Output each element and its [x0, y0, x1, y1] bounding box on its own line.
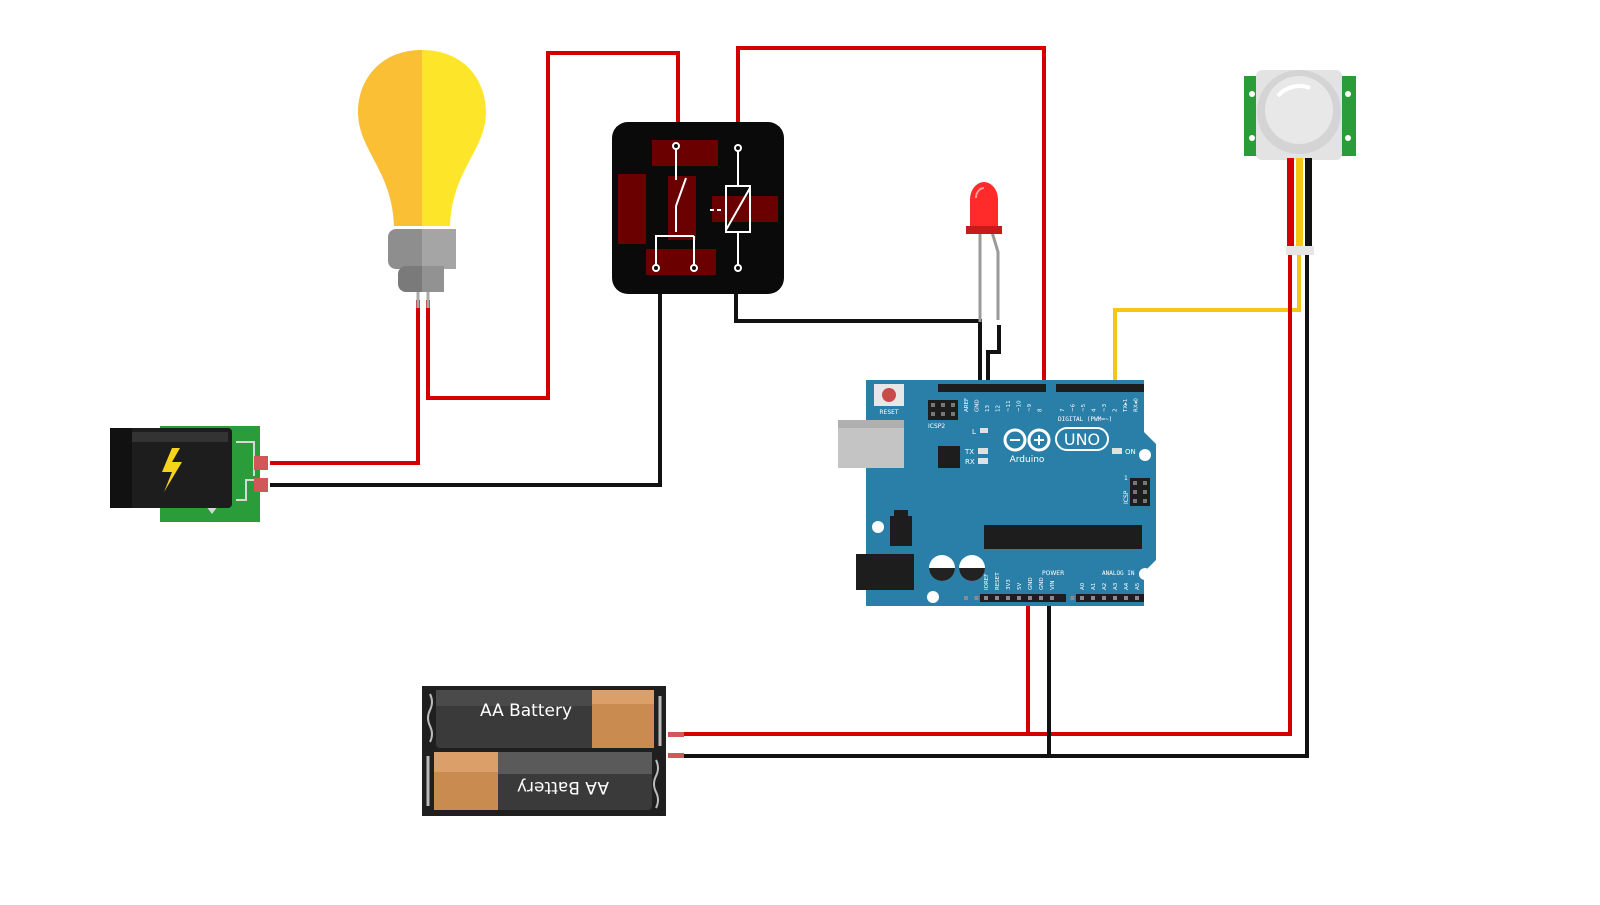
icsp-label: ICSP	[1123, 490, 1130, 504]
pin-label-digital-a-5: ~10	[1017, 400, 1023, 412]
wire-jack-to-relay	[270, 290, 662, 487]
power-label: POWER	[1042, 570, 1064, 577]
pin-label-digital-b-7: RX◂0	[1134, 398, 1140, 412]
battery-bottom-label: AA Battery	[517, 777, 609, 797]
digital-header-right	[1056, 384, 1144, 392]
pin-digital-a-1	[974, 596, 979, 600]
pin-label-digital-b-0: 7	[1060, 408, 1066, 412]
wire-pir-signal	[1113, 255, 1301, 388]
pin-power-0	[984, 596, 988, 600]
pin-label-digital-a-4: ~11	[1006, 400, 1012, 412]
light-bulb-icon	[358, 50, 486, 308]
wire-jack-to-bulb	[270, 300, 420, 465]
usb-chip	[938, 446, 960, 468]
pin-label-power-2: 3V3	[1006, 579, 1012, 590]
digital-header-left	[938, 384, 1046, 392]
pin-label-digital-b-5: 2	[1113, 409, 1119, 413]
lightning-bolt-icon	[162, 448, 182, 492]
arduino-model: UNO	[1064, 430, 1100, 449]
pin-label-power-6: VIN	[1050, 581, 1056, 591]
pin-label-analog-3: A3	[1113, 582, 1119, 590]
pin-label-power-3: 5V	[1017, 583, 1023, 590]
pin-power-6	[1050, 596, 1054, 600]
wire-pir-vcc	[683, 255, 1292, 736]
battery-top-label: AA Battery	[480, 701, 572, 721]
led-rx-label: RX	[965, 458, 975, 466]
power-header	[980, 594, 1066, 602]
analog-pin-labels: A0 A1 A2 A3 A4 A5	[1080, 582, 1141, 600]
pin-label-digital-a-7: 8	[1038, 408, 1044, 412]
wire-led-to-pin13	[986, 325, 1001, 388]
pin-label-analog-0: A0	[1080, 582, 1086, 590]
led-icon	[966, 182, 1002, 322]
pin-label-power-1: RESET	[995, 572, 1001, 590]
pin-label-analog-2: A2	[1102, 583, 1108, 590]
reset-label: RESET	[879, 409, 899, 416]
pin-label-digital-a-0: AREF	[964, 398, 970, 412]
battery-pack: AA Battery AA Battery	[422, 686, 684, 816]
pin-analog-5	[1135, 596, 1139, 600]
pin-digital-b-1	[1070, 596, 1075, 600]
pin-label-digital-a-1: GND	[975, 399, 981, 412]
analog-label: ANALOG IN	[1102, 570, 1135, 577]
on-label: ON	[1125, 448, 1136, 456]
pin-label-power-0: IOREF	[984, 574, 990, 590]
led-l-label: L	[972, 428, 976, 436]
microcontroller-chip	[984, 525, 1142, 549]
pin-label-analog-4: A4	[1124, 582, 1130, 590]
wires	[270, 46, 1309, 758]
pin-analog-1	[1091, 596, 1095, 600]
pin-power-5	[1039, 596, 1043, 600]
pin-label-digital-b-1: ~6	[1071, 403, 1077, 412]
pin-label-analog-5: A5	[1135, 582, 1141, 590]
relay-module	[612, 122, 784, 294]
pin-label-power-5: GND	[1039, 577, 1045, 590]
icsp2-label: ICSP2	[928, 423, 945, 430]
pin-label-power-4: GND	[1028, 577, 1034, 590]
header-one-label: 1	[1124, 475, 1128, 482]
pin-label-digital-b-4: ~3	[1102, 403, 1108, 412]
power-pin-labels: IOREF RESET 3V3 5V GND GND VIN	[984, 572, 1056, 600]
digital-label: DIGITAL (PWM=~)	[1058, 416, 1112, 423]
regulator	[890, 516, 912, 546]
dc-jack	[110, 426, 268, 522]
pin-digital-a-0	[964, 596, 968, 600]
pir-sensor-icon	[1244, 70, 1356, 255]
pin-label-digital-b-2: ~5	[1081, 403, 1087, 412]
pin-power-3	[1017, 596, 1021, 600]
barrel-jack	[856, 554, 914, 590]
pin-analog-2	[1102, 596, 1106, 600]
arduino-brand: Arduino	[1010, 455, 1045, 465]
pin-analog-4	[1124, 596, 1128, 600]
wire-relay-to-pin8	[736, 46, 1046, 388]
pin-analog-0	[1080, 596, 1084, 600]
pin-label-digital-a-6: ~9	[1027, 403, 1033, 412]
pin-label-analog-1: A1	[1091, 583, 1097, 590]
pin-analog-3	[1113, 596, 1117, 600]
led-tx-label: TX	[964, 448, 974, 456]
pin-power-4	[1028, 596, 1032, 600]
pin-power-1	[995, 596, 999, 600]
wire-bulb-to-relay	[426, 51, 680, 400]
pin-label-digital-a-2: 13	[985, 405, 991, 412]
pin-label-digital-b-6: TX▸1	[1123, 399, 1129, 413]
pin-label-digital-a-3: 12	[996, 405, 1002, 412]
pin-label-digital-b-3: 4	[1092, 408, 1098, 412]
arduino-logo-icon	[1003, 428, 1051, 452]
wire-pir-gnd	[683, 255, 1309, 758]
pin-power-2	[1006, 596, 1010, 600]
analog-header	[1076, 594, 1144, 602]
wire-relay-to-gnd	[734, 290, 982, 388]
